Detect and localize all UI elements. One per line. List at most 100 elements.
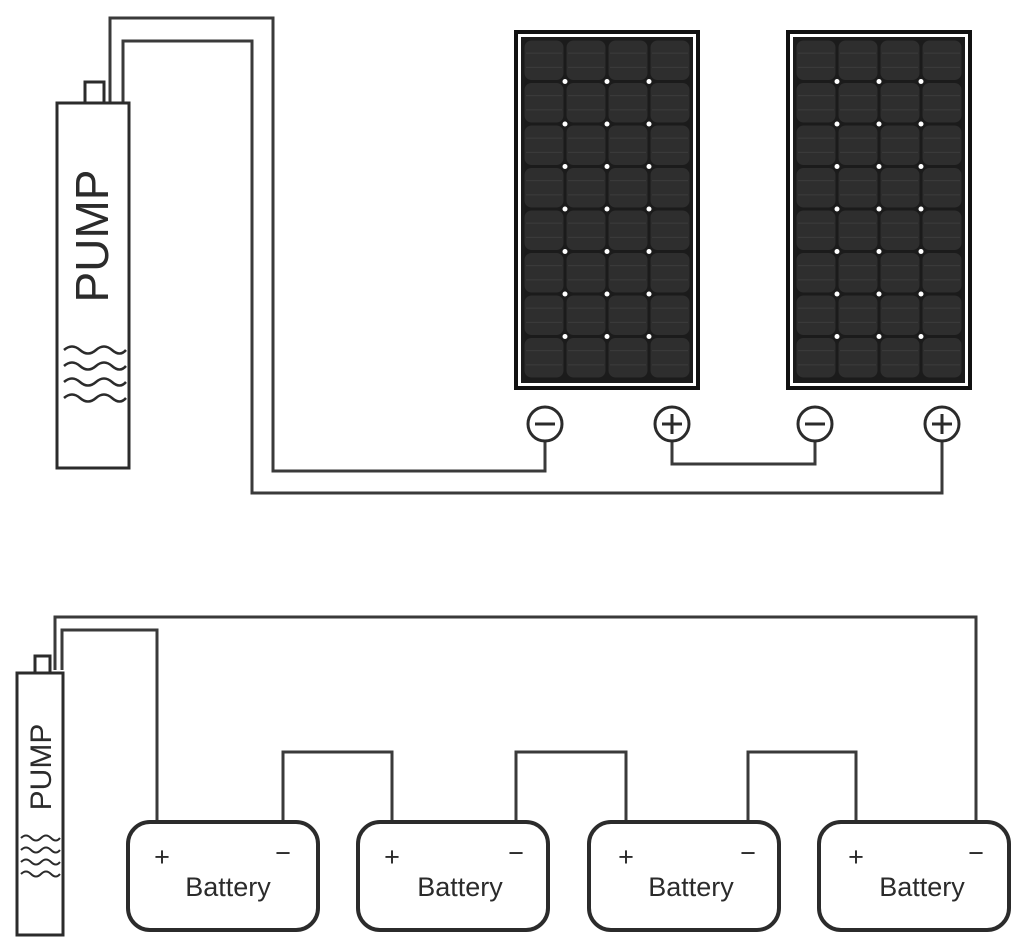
cell-junction-dot <box>876 291 882 297</box>
cell-junction-dot <box>834 249 840 254</box>
battery-negative-sign: − <box>740 838 756 868</box>
solar-cell <box>838 83 878 123</box>
solar-cell <box>608 83 648 123</box>
cell-junction-dot <box>876 121 882 127</box>
cell-junction-dot <box>604 291 610 297</box>
solar-cell <box>880 125 920 165</box>
wire-battery2-negative-to-battery3-positive <box>514 750 628 822</box>
wire-pump-to-panel1-negative <box>108 16 547 473</box>
solar-cell <box>650 83 690 123</box>
solar-cell <box>524 338 564 378</box>
cell-junction-dot <box>604 121 610 127</box>
solar-cell <box>524 125 564 165</box>
solar-cell <box>650 210 690 250</box>
solar-cell <box>880 40 920 80</box>
cell-junction-dot <box>834 206 840 212</box>
solar-cell <box>566 125 606 165</box>
solar-cell <box>880 83 920 123</box>
solar-cell <box>922 83 962 123</box>
cell-junction-dot <box>918 164 924 169</box>
solar-cell <box>524 210 564 250</box>
panel2-positive-terminal <box>923 405 961 443</box>
solar-cell <box>796 125 836 165</box>
cell-junction-dot <box>918 334 924 339</box>
solar-cell <box>566 210 606 250</box>
solar-cell <box>922 253 962 293</box>
solar-cell <box>838 125 878 165</box>
cell-junction-dot <box>834 334 840 339</box>
solar-cell <box>838 40 878 80</box>
solar-cell <box>608 125 648 165</box>
solar-cell <box>650 168 690 208</box>
cell-junction-dot <box>646 334 652 339</box>
cell-junction-dot <box>604 334 610 339</box>
cell-junction-dot <box>834 79 840 84</box>
cell-junction-dot <box>918 249 924 254</box>
solar-cell <box>838 295 878 335</box>
cell-junction-dot <box>646 206 652 212</box>
solar-cell <box>922 125 962 165</box>
water-waves-icon <box>20 834 61 878</box>
solar-cell <box>796 40 836 80</box>
cell-junction-dot <box>604 249 610 254</box>
wire-battery1-negative-to-battery2-positive <box>281 750 394 822</box>
solar-cell <box>566 253 606 293</box>
bottom-system: PUMP + − Battery + − Battery + − Batt <box>15 615 1011 937</box>
solar-cell <box>650 295 690 335</box>
solar-cell <box>880 210 920 250</box>
cell-junction-dot <box>646 121 652 127</box>
cell-junction-dot <box>562 334 568 339</box>
water-waves-icon <box>63 345 127 403</box>
battery-2: + − Battery <box>356 820 550 932</box>
solar-cell <box>796 83 836 123</box>
cell-junction-dot <box>918 121 924 127</box>
solar-cell <box>608 168 648 208</box>
battery-positive-sign: + <box>848 842 864 872</box>
solar-cell <box>566 40 606 80</box>
battery-label: Battery <box>417 872 503 902</box>
solar-cell <box>880 168 920 208</box>
solar-cell <box>838 253 878 293</box>
cell-junction-dot <box>562 249 568 254</box>
solar-panel-2 <box>786 30 972 390</box>
panel1-negative-terminal <box>526 405 564 443</box>
wire-pump-to-battery4-negative <box>53 615 978 822</box>
pump-label: PUMP <box>25 724 58 811</box>
solar-cell <box>922 210 962 250</box>
solar-cell <box>838 210 878 250</box>
cell-junction-dot <box>562 121 568 127</box>
cell-junction-dot <box>604 79 610 84</box>
top-system: PUMP <box>55 16 972 495</box>
cell-junction-dot <box>876 334 882 339</box>
panel2-negative-terminal <box>796 405 834 443</box>
cell-junction-dot <box>562 206 568 212</box>
solar-cell <box>650 125 690 165</box>
solar-cell <box>796 210 836 250</box>
solar-cell <box>796 168 836 208</box>
cell-junction-dot <box>604 206 610 212</box>
battery-label: Battery <box>648 872 734 902</box>
battery-1: + − Battery <box>126 820 320 932</box>
cell-junction-dot <box>562 291 568 297</box>
battery-label: Battery <box>879 872 965 902</box>
solar-cell <box>796 338 836 378</box>
battery-4: + − Battery <box>817 820 1011 932</box>
solar-cell <box>608 40 648 80</box>
cell-junction-dot <box>918 206 924 212</box>
cell-junction-dot <box>646 79 652 84</box>
solar-cell <box>838 168 878 208</box>
solar-cell <box>922 40 962 80</box>
battery-label: Battery <box>185 872 271 902</box>
battery-positive-sign: + <box>154 842 170 872</box>
solar-cell <box>922 338 962 378</box>
cell-junction-dot <box>876 79 882 84</box>
wire-battery3-negative-to-battery4-positive <box>746 750 858 822</box>
cell-junction-dot <box>918 79 924 84</box>
cell-junction-dot <box>646 249 652 254</box>
solar-cell <box>566 338 606 378</box>
solar-cell <box>524 253 564 293</box>
solar-cell <box>524 168 564 208</box>
solar-cell <box>838 338 878 378</box>
solar-cell <box>880 295 920 335</box>
solar-cell <box>524 83 564 123</box>
